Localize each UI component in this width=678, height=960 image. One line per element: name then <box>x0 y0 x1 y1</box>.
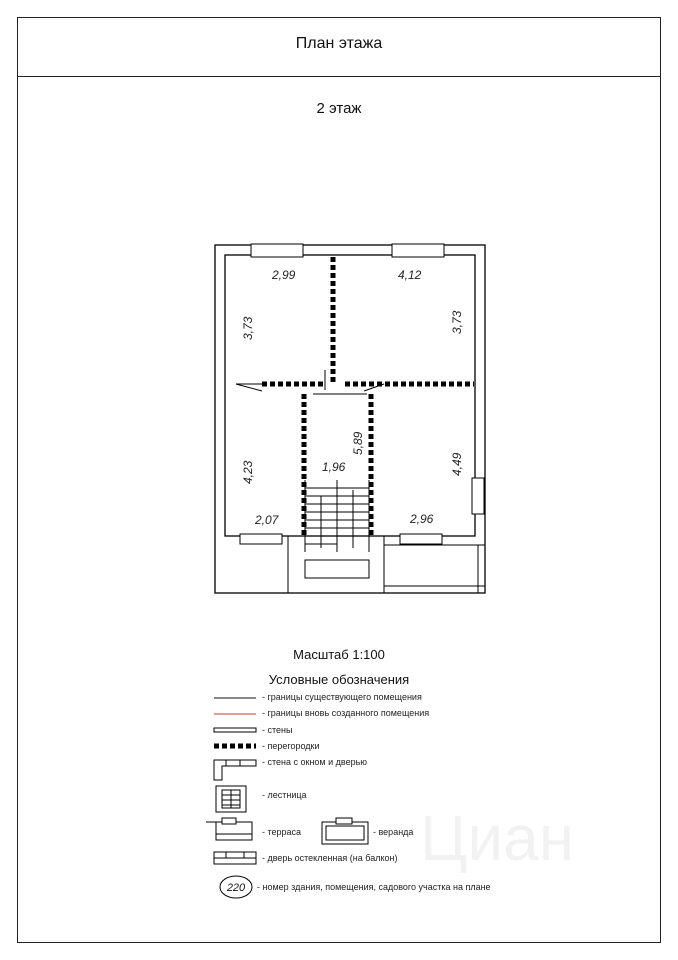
partitions <box>262 257 474 536</box>
legend-number-text: 220 <box>226 882 246 894</box>
legend-item-number: - номер здания, помещения, садового учас… <box>257 882 491 892</box>
legend-item-stairs: - лестница <box>262 790 307 800</box>
dim-top-left-width: 2,99 <box>271 268 296 282</box>
legend-item-new: - границы вновь созданного помещения <box>262 708 430 718</box>
dim-top-left-height: 3,73 <box>241 316 255 340</box>
window-marks <box>239 243 485 545</box>
legend-window-door-symbol <box>213 759 257 781</box>
legend-glass-door-symbol <box>213 851 257 865</box>
legend-wall-symbol <box>213 727 257 733</box>
dim-corridor-height: 5,89 <box>351 431 365 455</box>
dim-corridor-width: 1,96 <box>322 460 346 474</box>
legend-item-terrace: - терраса <box>262 827 302 837</box>
legend-item-glass-door: - дверь остекленная (на балкон) <box>262 853 398 863</box>
floor-label: 2 этаж <box>316 100 362 117</box>
dim-top-right-width: 4,12 <box>398 268 422 282</box>
balcony <box>383 544 486 594</box>
legend-stairs-symbol <box>215 785 247 813</box>
dim-bottom-right-width: 2,96 <box>409 512 434 526</box>
dim-bottom-left-height: 4,23 <box>241 460 255 484</box>
legend-item-walls: - стены <box>262 725 293 735</box>
legend-number-marker: 220 <box>219 875 253 899</box>
legend-item-partitions: - перегородки <box>262 741 320 751</box>
legend-veranda-symbol <box>321 817 369 845</box>
legend-item-veranda: - веранда <box>373 827 414 837</box>
legend-title: Условные обозначения <box>268 672 410 687</box>
dim-top-right-height: 3,73 <box>450 310 464 334</box>
sheet-frame <box>17 17 661 943</box>
dim-bottom-left-width: 2,07 <box>254 513 280 527</box>
page-title: План этажа <box>295 35 383 52</box>
door-marks <box>235 370 385 395</box>
legend-item-existing: - границы существующего помещения <box>262 692 422 702</box>
legend-terrace-symbol <box>206 817 253 841</box>
title-bar: План этажа <box>17 17 661 77</box>
scale-label: Масштаб 1:100 <box>293 647 385 662</box>
watermark-text: Циан <box>420 802 574 874</box>
dim-bottom-right-height: 4,49 <box>450 452 464 476</box>
legend-item-window-door: - стена с окном и дверью <box>262 757 368 767</box>
